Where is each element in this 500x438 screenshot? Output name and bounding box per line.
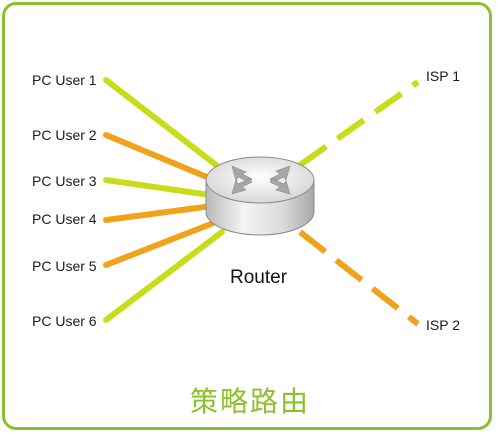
link-pc-user-3 — [103, 177, 213, 198]
router-icon — [205, 156, 315, 236]
link-pc-user-1 — [103, 77, 223, 171]
link-pc-user-2 — [103, 132, 217, 183]
pc-user-3-label: PC User 3 — [32, 173, 97, 189]
link-pc-user-6 — [103, 229, 225, 323]
pc-user-5-label: PC User 5 — [32, 258, 97, 274]
router-label: Router — [230, 267, 288, 288]
link-pc-user-5 — [103, 219, 219, 268]
isp-1-label: ISP 1 — [426, 68, 460, 84]
link-isp-1 — [298, 79, 420, 168]
diagram-frame — [2, 2, 492, 430]
pc-user-1-label: PC User 1 — [32, 72, 97, 88]
pc-user-4-label: PC User 4 — [32, 211, 97, 227]
pc-user-2-label: PC User 2 — [32, 127, 97, 143]
pc-user-6-label: PC User 6 — [32, 313, 97, 329]
diagram-caption: 策略路由 — [189, 386, 310, 417]
link-pc-user-4 — [103, 203, 215, 223]
isp-2-label: ISP 2 — [426, 317, 460, 333]
link-isp-2 — [298, 229, 420, 327]
